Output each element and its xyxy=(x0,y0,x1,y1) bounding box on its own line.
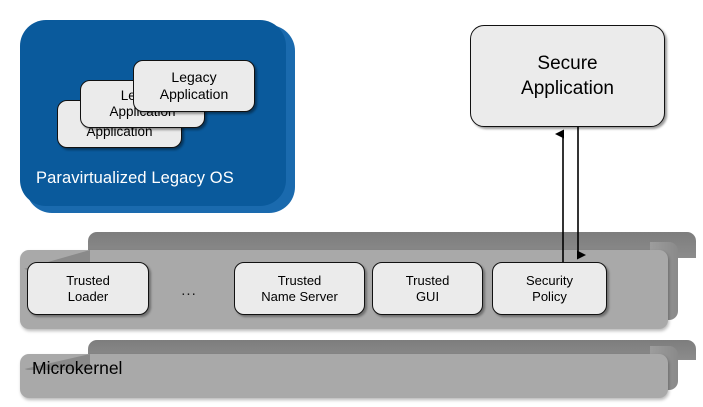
microkernel-slab xyxy=(10,340,696,398)
kernel-front-face xyxy=(20,354,668,398)
services-ellipsis: ... xyxy=(181,282,197,299)
microkernel-label: Microkernel xyxy=(32,358,123,378)
legacy-os-label: Paravirtualized Legacy OS xyxy=(36,169,234,187)
